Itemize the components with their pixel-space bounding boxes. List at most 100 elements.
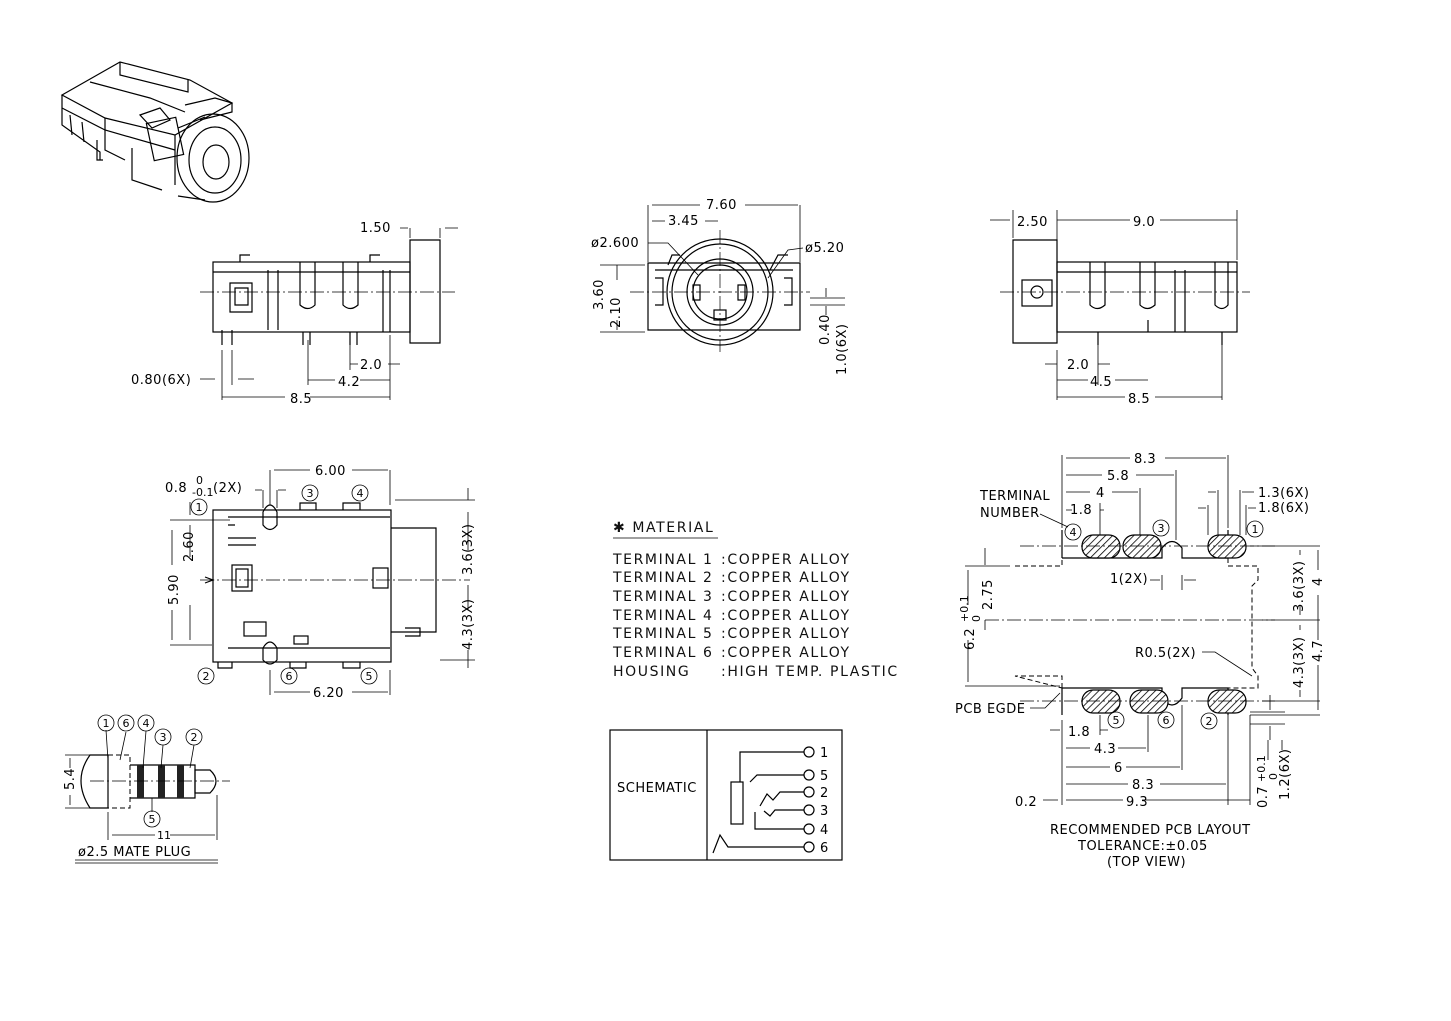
pcb-dim-9-3: 9.3 — [1126, 795, 1148, 810]
pcb-dim-4-right: 4 — [1311, 577, 1326, 586]
pcb-dim-0-7: 0.7 — [1256, 786, 1271, 808]
svg-text:2: 2 — [1206, 715, 1213, 728]
schematic-pin-6: 6 — [820, 841, 829, 856]
schematic-box: SCHEMATIC 1 5 2 3 4 6 — [609, 729, 843, 861]
plug-terminal-2: 2 — [185, 728, 203, 746]
schematic-pin-4: 4 — [820, 823, 829, 838]
side-dim-0-80: 0.80(6X) — [131, 373, 191, 388]
pcb-terminal-5: 5 — [1107, 711, 1125, 729]
front-dim-3-60: 3.60 — [592, 279, 607, 310]
svg-text:3: 3 — [307, 487, 314, 500]
side-dim-1-50: 1.50 — [360, 221, 391, 236]
svg-text:TERMINAL 4: TERMINAL 4 — [612, 608, 714, 624]
material-row: TERMINAL 2 :COPPER ALLOY — [612, 570, 851, 586]
pcb-dim-4-3: 4.3 — [1094, 742, 1116, 757]
svg-text:4: 4 — [1070, 526, 1077, 539]
pcb-dim-1-8-6x: 1.8(6X) — [1258, 501, 1310, 516]
top-dim-3-6: 3.6(3X) — [461, 524, 476, 576]
material-row: TERMINAL 5 :COPPER ALLOY — [612, 626, 849, 642]
plug-terminal-4: 4 — [137, 714, 155, 732]
svg-text:1: 1 — [1252, 523, 1259, 536]
pcb-dim-1-8-top: 1.8 — [1070, 503, 1092, 518]
top-dim-2-60: 2.60 — [182, 531, 197, 562]
front-dim-1-0: 1.0(6X) — [835, 324, 850, 376]
pcb-dim-6-2-tol-upper: +0.1 — [958, 595, 971, 622]
plug-terminal-3: 3 — [154, 728, 172, 746]
pcb-dim-3-6: 3.6(3X) — [1292, 561, 1307, 613]
schematic-pin-1: 1 — [820, 746, 829, 761]
pcb-dim-8-3-bot: 8.3 — [1132, 778, 1154, 793]
svg-text:4: 4 — [143, 717, 150, 730]
pcb-dim-6-2: 6.2 — [963, 628, 978, 650]
pcb-edge-label: PCB EGDE — [955, 702, 1025, 717]
isometric-view — [60, 61, 250, 203]
svg-text::COPPER ALLOY: :COPPER ALLOY — [721, 570, 851, 586]
svg-text:5: 5 — [149, 813, 156, 826]
pcb-dim-1-3: 1.3(6X) — [1258, 486, 1310, 501]
pcb-dim-6: 6 — [1114, 761, 1123, 776]
svg-text:HOUSING: HOUSING — [613, 664, 690, 680]
top-dim-6-00: 6.00 — [315, 464, 346, 479]
front-dim-0-40: 0.40 — [818, 314, 833, 345]
pcb-dim-4-3-3x: 4.3(3X) — [1292, 637, 1307, 689]
top-terminal-5: 5 — [360, 667, 378, 685]
side-dim-8-5: 8.5 — [290, 392, 312, 407]
front-view: 7.60 3.45 ø2.600 ø5.20 3.60 2.10 0.40 1.… — [591, 198, 850, 375]
svg-text:TERMINAL 2: TERMINAL 2 — [612, 570, 714, 586]
rear-view: 2.50 9.0 2.0 4.5 8.5 — [990, 210, 1250, 407]
svg-text:1: 1 — [103, 717, 110, 730]
plug-title: ø2.5 MATE PLUG — [78, 845, 191, 860]
svg-text:6: 6 — [286, 670, 293, 683]
plug-terminal-6: 6 — [117, 714, 135, 732]
pcb-terminal-1: 1 — [1246, 520, 1264, 538]
schematic-pin-5: 5 — [820, 769, 829, 784]
svg-text:5: 5 — [366, 670, 373, 683]
pcb-dim-1-2x: 1(2X) — [1110, 572, 1148, 587]
svg-text:1: 1 — [196, 501, 203, 514]
top-dim-5-90: 5.90 — [167, 574, 182, 605]
material-row: TERMINAL 6 :COPPER ALLOY — [612, 645, 849, 661]
material-row: HOUSING :HIGH TEMP. PLASTIC — [613, 664, 897, 680]
front-dim-dia-5-20: ø5.20 — [805, 241, 844, 256]
pcb-dim-1-2: 1.2(6X) — [1278, 749, 1293, 801]
top-dim-tol-count: (2X) — [213, 481, 242, 496]
top-dim-6-20: 6.20 — [313, 686, 344, 701]
rear-dim-4-5: 4.5 — [1090, 375, 1112, 390]
material-row: TERMINAL 4 :COPPER ALLOY — [612, 608, 851, 624]
schematic-pin-2: 2 — [820, 786, 829, 801]
svg-text::COPPER ALLOY: :COPPER ALLOY — [721, 552, 851, 568]
pcb-caption-view: (TOP VIEW) — [1107, 855, 1186, 870]
svg-text:2: 2 — [191, 731, 198, 744]
pcb-terminal-number-label: TERMINAL — [979, 489, 1050, 504]
svg-text:4: 4 — [357, 487, 364, 500]
svg-text:3: 3 — [1158, 522, 1165, 535]
plug-dim-5-4: 5.4 — [63, 768, 78, 790]
plug-dim-11: 11 — [157, 829, 171, 842]
front-dim-dia-2-600: ø2.600 — [591, 236, 639, 251]
front-dim-2-10: 2.10 — [609, 297, 624, 328]
pcb-dim-6-2-tol-lower: 0 — [970, 615, 983, 622]
top-terminal-4: 4 — [351, 484, 369, 502]
rear-dim-9-0: 9.0 — [1133, 215, 1155, 230]
front-dim-3-45: 3.45 — [668, 214, 699, 229]
top-view: 6.00 0.8 0 -0.1 (2X) 2.60 5.90 3.6(3X) 4… — [165, 464, 476, 701]
top-terminal-3: 3 — [301, 484, 319, 502]
side-view: 1.50 0.80(6X) 2.0 4.2 8.5 — [131, 221, 458, 407]
pcb-layout: 8.3 5.8 4 1.8 1.3(6X) 1.8(6X) TERMINAL N… — [955, 452, 1326, 870]
top-dim-tol-lower: -0.1 — [192, 486, 213, 499]
pcb-dim-4: 4 — [1096, 486, 1105, 501]
svg-text:2: 2 — [203, 670, 210, 683]
top-dim-0-8: 0.8 — [165, 481, 187, 496]
top-dim-4-3: 4.3(3X) — [461, 599, 476, 651]
pcb-terminal-6: 6 — [1157, 711, 1175, 729]
rear-dim-8-5: 8.5 — [1128, 392, 1150, 407]
svg-text:TERMINAL 6: TERMINAL 6 — [612, 645, 714, 661]
svg-text:6: 6 — [123, 717, 130, 730]
pcb-dim-0-2: 0.2 — [1015, 795, 1037, 810]
plug-terminal-5: 5 — [143, 810, 161, 828]
pcb-dim-8-3-top: 8.3 — [1134, 452, 1156, 467]
rear-dim-2-50: 2.50 — [1017, 215, 1048, 230]
material-heading: ✱ MATERIAL — [613, 520, 714, 536]
svg-text::COPPER ALLOY: :COPPER ALLOY — [721, 608, 851, 624]
